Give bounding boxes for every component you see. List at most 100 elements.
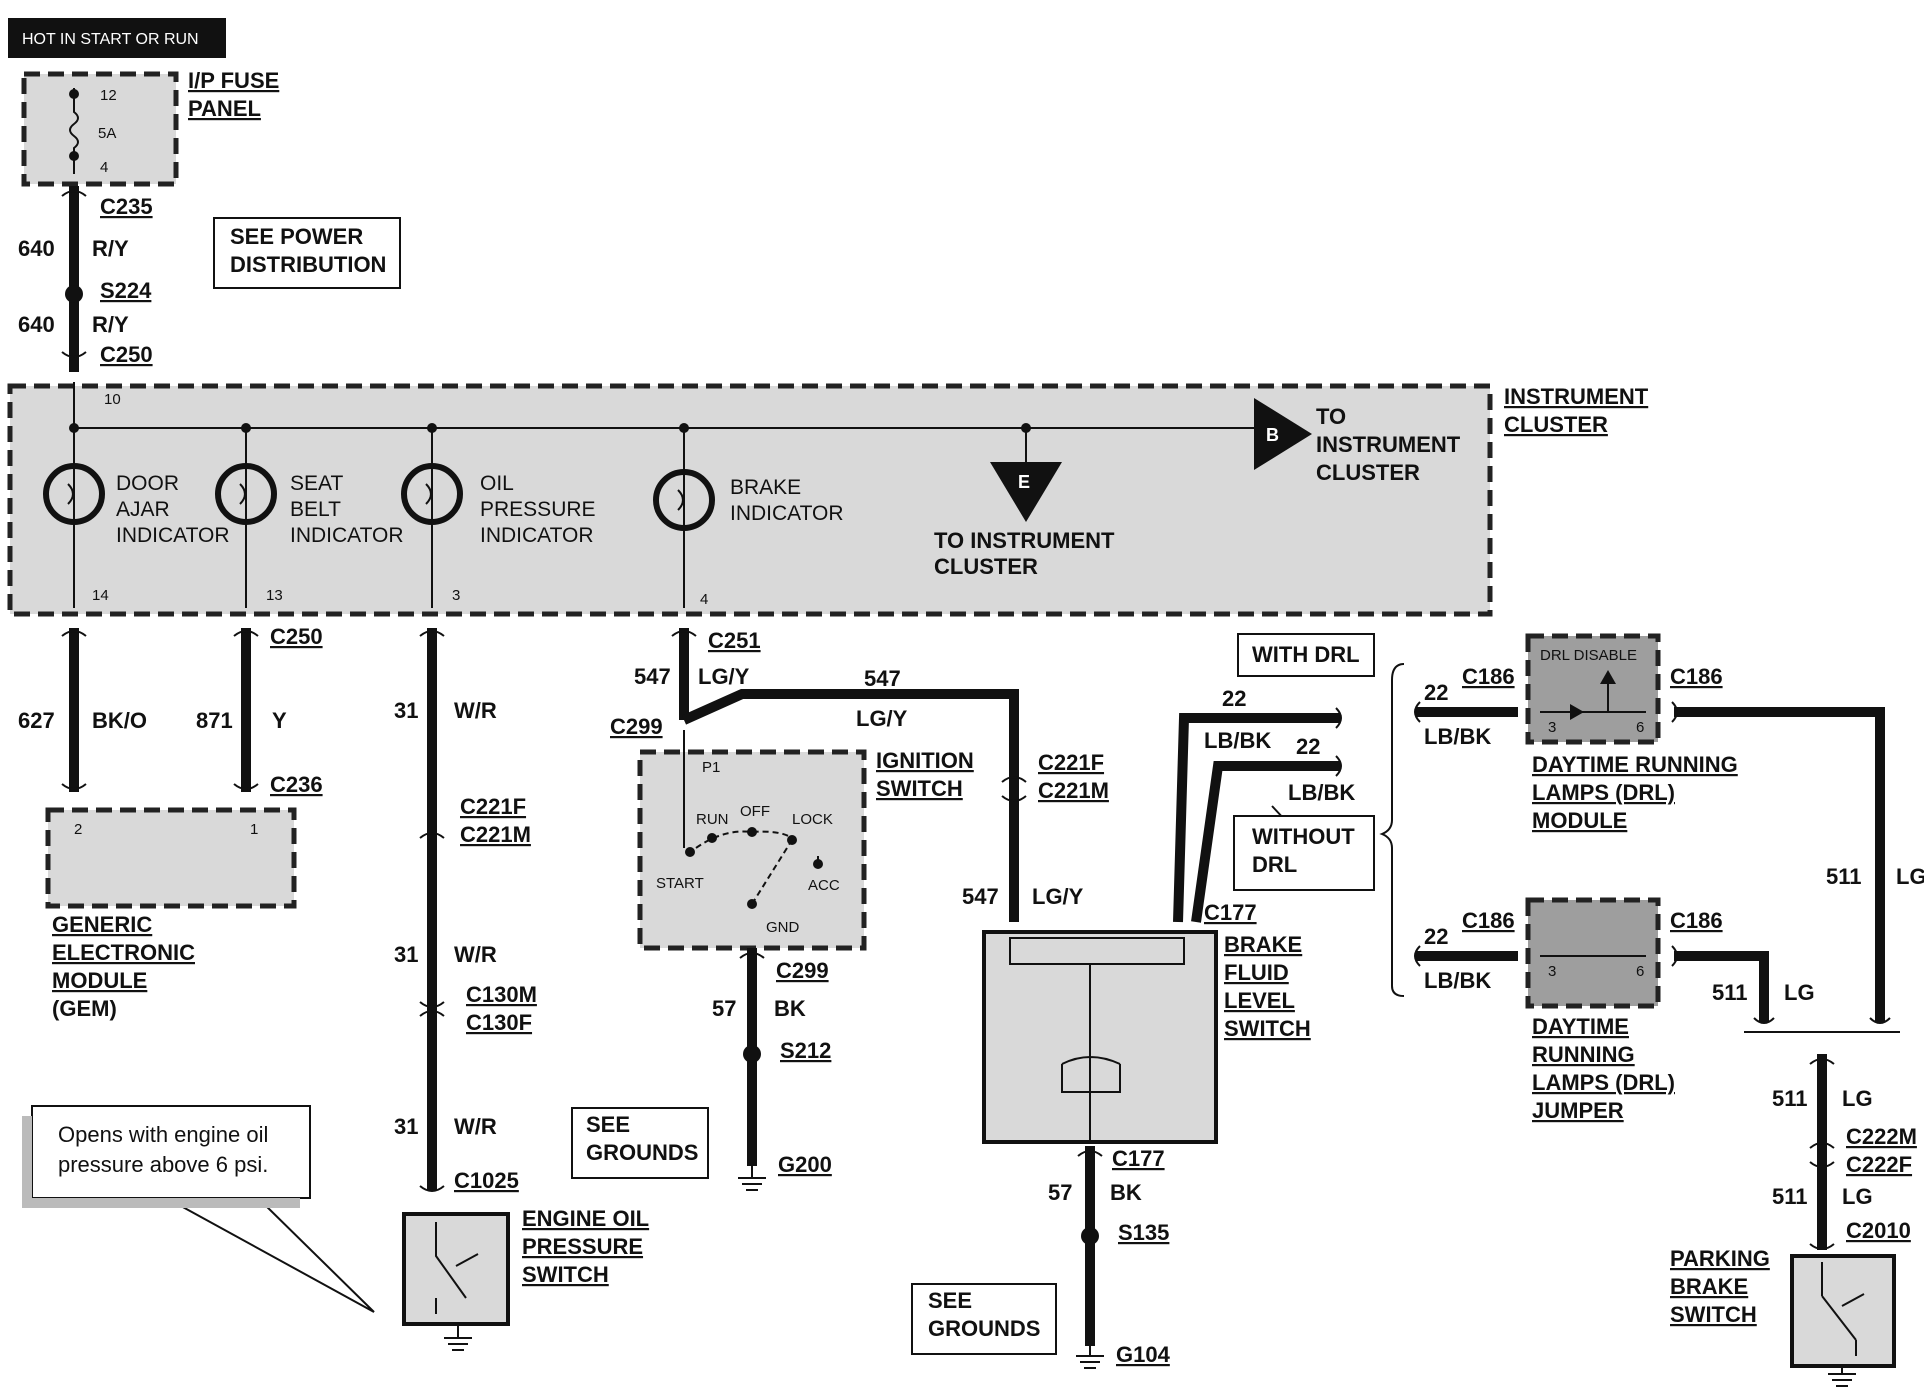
oil-color-1: W/R xyxy=(454,698,497,723)
bf-circ: 547 xyxy=(962,884,999,909)
ign-label-1: IGNITION xyxy=(876,748,974,773)
drl-jmp-l2: RUNNING xyxy=(1532,1042,1635,1067)
pb-circ-2: 511 xyxy=(1772,1184,1808,1209)
oil-pin: 3 xyxy=(452,587,460,604)
door-label-3: INDICATOR xyxy=(116,524,230,547)
pb-c2010: C2010 xyxy=(1846,1218,1911,1243)
ign-gnd: GND xyxy=(766,919,800,936)
drl-circ-top: 22 xyxy=(1222,686,1246,711)
g200-ground-icon xyxy=(738,1166,766,1191)
oil-pressure-switch-box xyxy=(402,1212,510,1326)
ign-off: OFF xyxy=(740,803,770,820)
bf-label-4: SWITCH xyxy=(1224,1016,1311,1041)
oil-c221m: C221M xyxy=(460,822,531,847)
ign-c299b: C299 xyxy=(776,958,829,983)
drl-diode-icon xyxy=(1570,704,1584,720)
ign-run: RUN xyxy=(696,811,729,828)
gem-pin-b: 1 xyxy=(250,821,258,838)
ref-e-label-2: CLUSTER xyxy=(934,554,1038,579)
with-drl-box xyxy=(1237,633,1375,677)
without-drl-1: WITHOUT xyxy=(1252,824,1355,849)
ref-e-triangle-icon xyxy=(990,462,1062,522)
bf-c177: C177 xyxy=(1204,900,1257,925)
oil-circ-2: 31 xyxy=(394,942,418,967)
seat-pin: 13 xyxy=(266,587,283,604)
pb-label-1: PARKING xyxy=(1670,1246,1770,1271)
grounds1-l2: GROUNDS xyxy=(586,1140,698,1165)
ign-g200: G200 xyxy=(778,1152,832,1177)
drl-module-box xyxy=(1528,636,1658,742)
fuse-pin-top: 12 xyxy=(100,87,117,104)
oil-c221f: C221F xyxy=(460,794,526,819)
oil-c130f: C130F xyxy=(466,1010,532,1035)
gem-module-box xyxy=(48,810,294,906)
fuse-icon xyxy=(69,88,79,174)
ign-c299: C299 xyxy=(610,714,663,739)
bf-color: LG/Y xyxy=(1032,884,1084,909)
drl-pin6-a: 6 xyxy=(1636,719,1644,736)
cluster-pin-in: 10 xyxy=(104,391,121,408)
oil-color-2: W/R xyxy=(454,942,497,967)
bf-label-1: BRAKE xyxy=(1224,932,1302,957)
grounds2-l1: SEE xyxy=(928,1288,972,1313)
oil-color-3: W/R xyxy=(454,1114,497,1139)
bf-gcolor: BK xyxy=(1110,1180,1142,1205)
splice-s212 xyxy=(743,1045,761,1063)
gem-pin-a: 2 xyxy=(74,821,82,838)
ign-circ-2: 547 xyxy=(864,666,901,691)
oil-label-1: OIL xyxy=(480,472,514,495)
grounds2-l2: GROUNDS xyxy=(928,1316,1040,1341)
drl-lg-right: LG xyxy=(1896,864,1924,889)
bf-label-3: LEVEL xyxy=(1224,988,1295,1013)
door-ajar-lamp-icon xyxy=(43,463,105,525)
gem-c236: C236 xyxy=(270,772,323,797)
gem-label-3: MODULE xyxy=(52,968,147,993)
oil-label-2: PRESSURE xyxy=(480,498,596,521)
s224-label: S224 xyxy=(100,278,152,303)
gem-label-4: (GEM) xyxy=(52,996,117,1021)
with-drl-label: WITH DRL xyxy=(1252,642,1360,667)
bf-label-2: FLUID xyxy=(1224,960,1289,985)
note-callout-box xyxy=(31,1105,311,1199)
brake-fluid-switch-box xyxy=(982,930,1218,1144)
drl-mod-l2: LAMPS (DRL) xyxy=(1532,780,1675,805)
parking-switch-icon xyxy=(1821,1262,1865,1356)
gem-color-b: Y xyxy=(272,708,287,733)
grounds1-l1: SEE xyxy=(586,1112,630,1137)
drl-mod-color: LB/BK xyxy=(1424,724,1491,749)
gem-color-a: BK/O xyxy=(92,708,147,733)
oil-label-3: INDICATOR xyxy=(480,524,594,547)
oil-pressure-lamp-icon xyxy=(401,463,463,525)
ign-s212: S212 xyxy=(780,1038,831,1063)
pb-label-3: SWITCH xyxy=(1670,1302,1757,1327)
drl-jmp-color: LB/BK xyxy=(1424,968,1491,993)
bf-c221f: C221F xyxy=(1038,750,1104,775)
see-grounds-box-2 xyxy=(911,1283,1057,1355)
gem-circ-a: 627 xyxy=(18,708,55,733)
drl-jmp-l4: JUMPER xyxy=(1532,1098,1624,1123)
bf-g104: G104 xyxy=(1116,1342,1171,1367)
bf-c221m: C221M xyxy=(1038,778,1109,803)
bf-gcirc: 57 xyxy=(1048,1180,1072,1205)
see-power-2: DISTRIBUTION xyxy=(230,252,386,277)
fuse-pin-bottom: 4 xyxy=(100,159,108,176)
oil-sw-label-1: ENGINE OIL xyxy=(522,1206,649,1231)
drl-pin3-b: 3 xyxy=(1548,963,1556,980)
drl-jumper-box xyxy=(1528,900,1658,1006)
pb-color-1: LG xyxy=(1842,1086,1873,1111)
bf-c177b: C177 xyxy=(1112,1146,1165,1171)
see-grounds-box-1 xyxy=(571,1107,709,1179)
gem-circ-b: 871 xyxy=(196,708,233,733)
hot-label-box xyxy=(8,18,226,58)
drl-pin3-a: 3 xyxy=(1548,719,1556,736)
pb-circ-1: 511 xyxy=(1772,1086,1808,1111)
seat-label-1: SEAT xyxy=(290,472,343,495)
drl-jmp-c186b: C186 xyxy=(1670,908,1723,933)
door-label-1: DOOR xyxy=(116,472,179,495)
ref-b-letter: B xyxy=(1266,425,1279,445)
drl-mod-l1: DAYTIME RUNNING xyxy=(1532,752,1738,777)
ref-e-label-1: TO INSTRUMENT xyxy=(934,528,1115,553)
drl-jmp-l3: LAMPS (DRL) xyxy=(1532,1070,1675,1095)
c235-label: C235 xyxy=(100,194,153,219)
ign-pin: P1 xyxy=(702,759,720,776)
